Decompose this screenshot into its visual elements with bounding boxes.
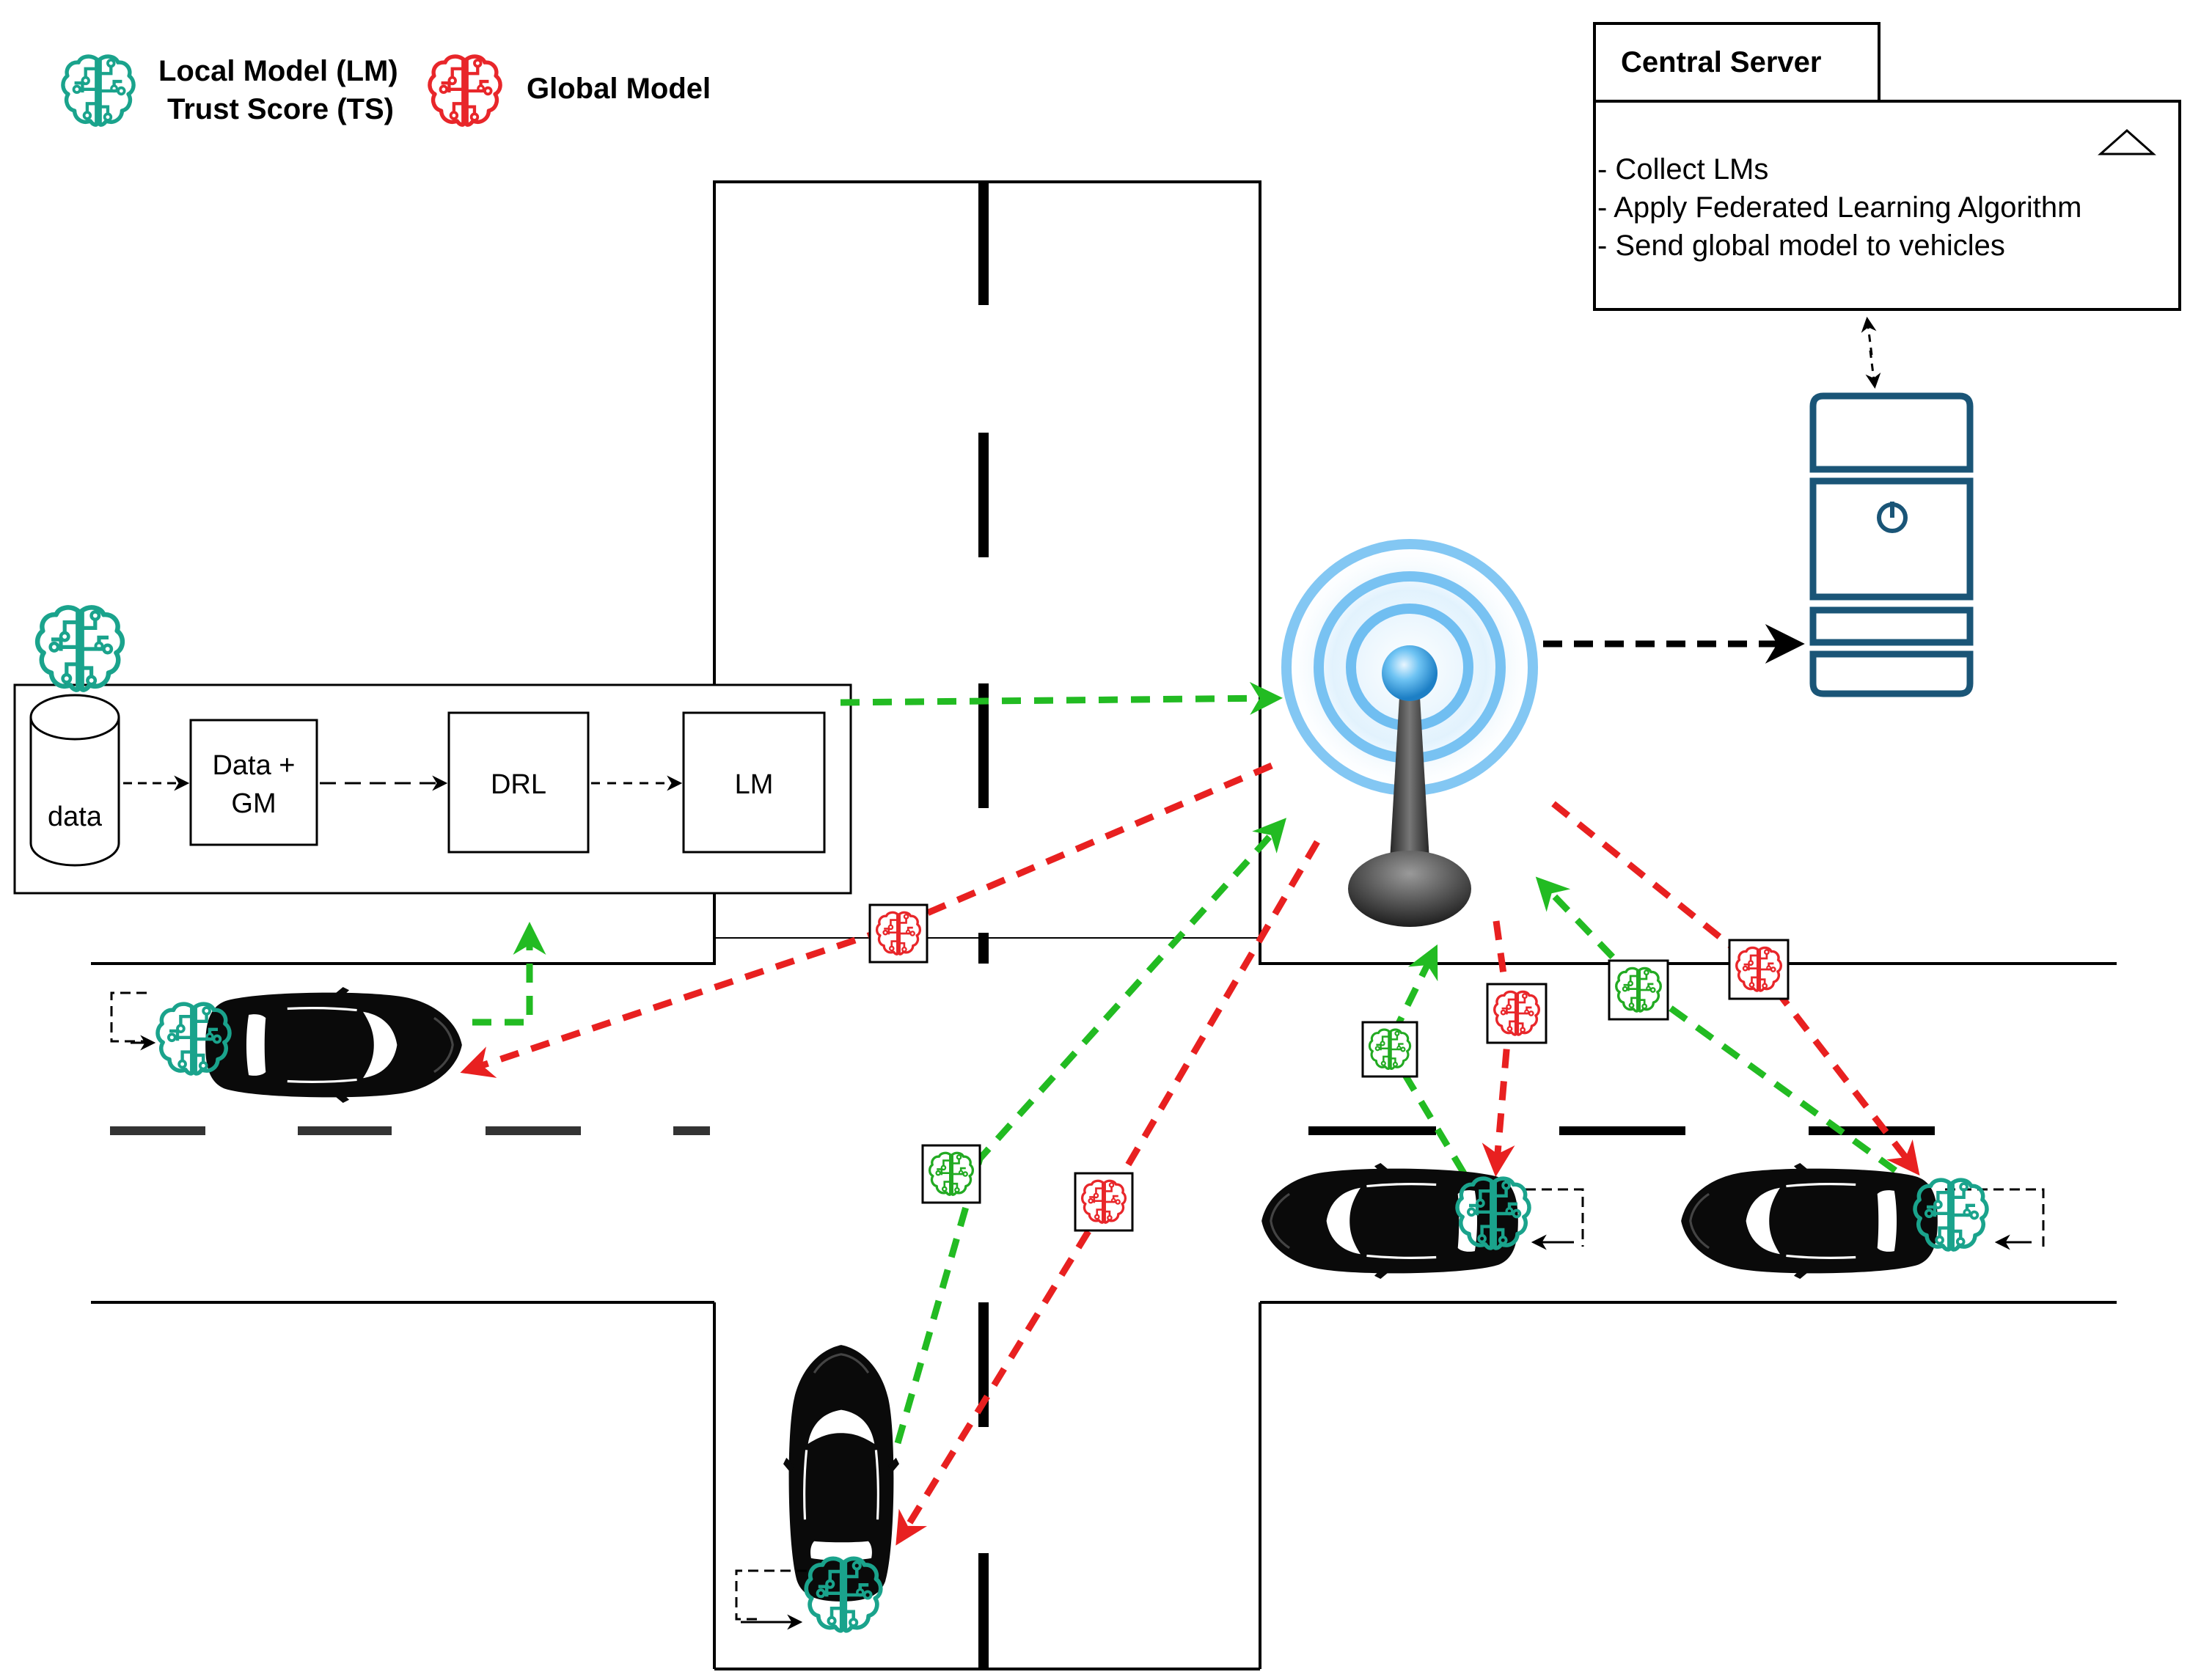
downlink-to-left-car: [460, 762, 1273, 1078]
legend: Local Model (LM) Trust Score (TS) Global…: [63, 55, 711, 125]
car-top-view-icon: [204, 987, 464, 1103]
pipeline-local-model-icon: [37, 607, 122, 689]
data-gm-box: [189, 719, 318, 846]
legend-local-model-label: Local Model (LM): [158, 55, 398, 87]
vehicle-bottom: [735, 1343, 899, 1631]
drl-label: DRL: [491, 769, 546, 800]
car-top-view-icon: [1680, 1163, 1939, 1279]
data-gm-label-line1: Data +: [212, 750, 295, 781]
wireless-antenna-icon: [1281, 538, 1539, 927]
global-model-token: [1074, 1172, 1134, 1232]
central-server-title: Central Server: [1621, 46, 1821, 78]
data-store-label: data: [48, 802, 103, 832]
local-training-pipeline: data Data + GM DRL LM: [13, 607, 852, 895]
local-model-brain-icon: [63, 56, 133, 125]
central-server-title-tab: [1593, 22, 1880, 103]
vehicle-right-1: [1260, 1163, 1584, 1279]
horizontal-lane-markings: [110, 1126, 1935, 1135]
uplink-car-to-pipeline: [472, 922, 546, 1026]
vehicle-right-2: [1680, 1163, 2045, 1279]
local-model-token: [921, 1144, 981, 1204]
global-model-token: [1486, 983, 1548, 1044]
legend-trust-score-label: Trust Score (TS): [167, 93, 394, 125]
uplink-pipeline-to-antenna: [840, 681, 1283, 715]
local-model-token: [1608, 959, 1669, 1021]
data-gm-label-line2: GM: [231, 788, 276, 819]
triangle-up-icon[interactable]: [2098, 128, 2156, 155]
global-model-token: [1728, 939, 1790, 1000]
server-item-apply: - Apply Federated Learning Algorithm: [1597, 191, 2081, 224]
legend-global-model-label: Global Model: [527, 73, 711, 105]
central-server-panel: Central Server - Collect LMs - Apply Fed…: [1593, 22, 2181, 311]
drl-box: [447, 711, 590, 854]
downlink-to-right-car-1: [1482, 920, 1515, 1177]
panel-server-link: [1861, 316, 1881, 389]
vehicle-left: [110, 987, 464, 1103]
server-item-collect: - Collect LMs: [1597, 153, 1768, 186]
central-server-body: [1593, 100, 2181, 311]
local-model-token: [1361, 1021, 1418, 1078]
uplink-right-car-1: [1383, 944, 1467, 1175]
lm-label: LM: [735, 769, 774, 800]
uplink-right-car-2: [1535, 876, 1924, 1192]
server-tower-icon: [1809, 392, 1974, 697]
downlink-to-bottom-car: [896, 840, 1320, 1546]
global-model-brain-icon: [430, 56, 500, 125]
database-cylinder-icon: [29, 694, 120, 867]
model-tokens: [868, 903, 1790, 1232]
server-item-send: - Send global model to vehicles: [1597, 230, 2005, 262]
lm-box: [682, 711, 826, 854]
global-model-token: [868, 903, 929, 964]
